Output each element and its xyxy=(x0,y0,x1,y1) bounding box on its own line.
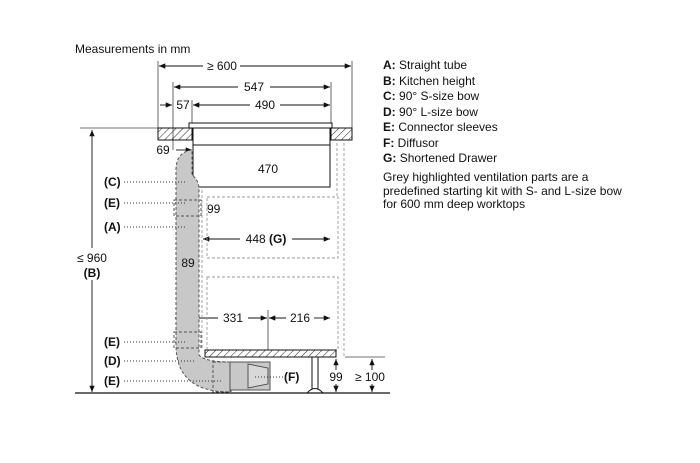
legend-item: F: Diffusor xyxy=(383,135,439,150)
dim-height-tag: (B) xyxy=(84,266,101,280)
dim-pipe-depth-top: 99 xyxy=(207,202,221,216)
callout-e-bottom: (E) xyxy=(104,374,120,388)
leg-foot xyxy=(306,388,324,394)
diffusor xyxy=(229,361,271,391)
callout-leaders xyxy=(124,181,283,382)
legend: A: Straight tube B: Kitchen height C: 90… xyxy=(383,58,498,167)
cabinet-leg xyxy=(311,356,319,391)
dim-plinth-min: ≥ 100 xyxy=(355,370,385,384)
legend-item: B: Kitchen height xyxy=(383,73,476,88)
callout-f: (F) xyxy=(284,370,299,384)
extension-lines xyxy=(80,61,385,358)
dim-plinth: 99 xyxy=(329,370,343,384)
dim-cutout-width: 547 xyxy=(244,80,264,94)
legend-item: E: Connector sleeves xyxy=(383,120,498,134)
worktop-right xyxy=(330,127,353,141)
callout-a: (A) xyxy=(104,220,121,234)
dim-pipe-offset: 69 xyxy=(156,143,170,157)
callout-c: (C) xyxy=(104,175,121,189)
dim-unit-width: 470 xyxy=(258,162,278,176)
diagram-title: Measurements in mm xyxy=(75,42,190,56)
callout-e-top: (E) xyxy=(104,196,120,210)
cabinet-outline xyxy=(201,143,345,357)
dim-pipe-width: 89 xyxy=(181,256,195,270)
dim-hob-depth: 490 xyxy=(255,98,275,112)
kit-note: Grey highlighted ventilation parts are a… xyxy=(383,170,622,211)
legend-item: A: Straight tube xyxy=(383,58,468,72)
dim-width-min: ≥ 600 xyxy=(207,59,237,73)
dim-bottom-left: 331 xyxy=(223,311,243,325)
callout-d: (D) xyxy=(104,354,121,368)
dim-bottom-right: 216 xyxy=(290,311,310,325)
dim-offset: 57 xyxy=(176,98,190,112)
dim-drawer: 448 (G) xyxy=(246,232,287,246)
dimension-lines xyxy=(89,63,375,392)
hob-glass xyxy=(188,122,333,129)
legend-item: D: 90° L-size bow xyxy=(383,104,478,119)
cabinet-floor xyxy=(204,349,337,358)
hob-body xyxy=(192,127,331,146)
legend-item: G: Shortened Drawer xyxy=(383,151,498,165)
callout-e-mid: (E) xyxy=(104,335,120,349)
dim-height-max: ≤ 960 xyxy=(77,251,107,265)
extractor-unit xyxy=(192,144,331,188)
worktop-left xyxy=(157,127,193,141)
legend-item: C: 90° S-size bow xyxy=(383,89,480,103)
